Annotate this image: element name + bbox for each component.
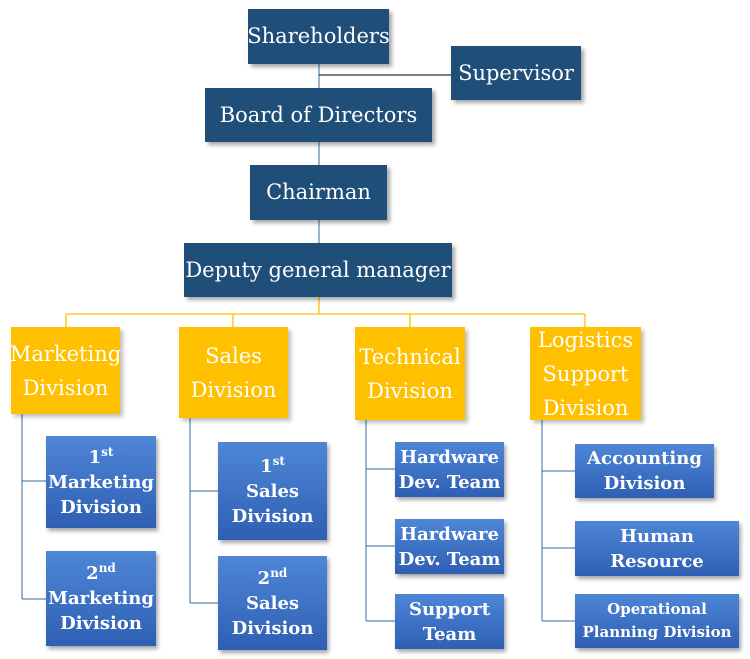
marketing-division-box: Marketing Division <box>9 327 122 414</box>
logistics-support-division-box: Logistics Support Division <box>530 327 641 420</box>
hardware-1-line2: Dev. Team <box>398 471 501 493</box>
second-sales-line3: Division <box>231 617 314 639</box>
first-marketing-division-box: 1st Marketing Division <box>46 436 156 528</box>
operational-line2: Planning Division <box>582 623 732 641</box>
technical-division-line1: Technical <box>359 344 461 369</box>
marketing-division-line2: Division <box>22 375 109 400</box>
chairman-label: Chairman <box>266 180 371 204</box>
second-sales-line2: Sales <box>245 592 300 614</box>
shareholders-label: Shareholders <box>247 24 390 48</box>
first-sales-line2: Sales <box>245 480 300 502</box>
marketing-division-line1: Marketing <box>9 341 122 366</box>
operational-line1: Operational <box>607 600 707 618</box>
supervisor-label: Supervisor <box>458 60 574 85</box>
operational-planning-division-box: Operational Planning Division <box>575 594 739 648</box>
first-sales-division-box: 1st Sales Division <box>218 442 327 540</box>
supervisor-box: Supervisor <box>451 46 581 100</box>
first-marketing-line2: Marketing <box>48 471 154 493</box>
support-team-box: Support Team <box>395 594 504 649</box>
human-resource-box: Human Resource <box>575 521 739 576</box>
first-sales-line3: Division <box>231 505 314 527</box>
board-of-directors-label: Board of Directors <box>219 102 418 127</box>
logistics-division-line1: Logistics <box>537 327 634 352</box>
first-sales-line1: 1st <box>260 453 285 477</box>
sales-division-line1: Sales <box>205 343 262 368</box>
accounting-division-box: Accounting Division <box>575 444 714 498</box>
sales-division-box: Sales Division <box>179 327 288 418</box>
support-team-line2: Team <box>422 623 477 645</box>
second-marketing-line2: Marketing <box>48 588 154 609</box>
logistics-division-line3: Division <box>542 395 629 420</box>
second-marketing-line3: Division <box>60 613 142 634</box>
sales-division-line2: Division <box>190 377 277 402</box>
deputy-general-manager-label: Deputy general manager <box>185 257 451 282</box>
chairman-box: Chairman <box>250 165 387 220</box>
technical-division-line2: Division <box>367 378 453 403</box>
accounting-line1: Accounting <box>587 448 702 469</box>
hardware-1-line1: Hardware <box>400 446 499 468</box>
second-sales-division-box: 2nd Sales Division <box>218 556 327 650</box>
hardware-dev-team-1-box: Hardware Dev. Team <box>395 442 504 497</box>
accounting-line2: Division <box>603 473 686 494</box>
shareholders-box: Shareholders <box>247 9 390 64</box>
second-marketing-division-box: 2nd Marketing Division <box>46 551 156 646</box>
first-marketing-line3: Division <box>60 496 142 518</box>
human-resource-label: Human Resource <box>610 525 704 572</box>
hardware-2-line1: Hardware <box>400 523 499 545</box>
board-of-directors-box: Board of Directors <box>205 88 432 142</box>
second-sales-line1: 2nd <box>257 565 288 589</box>
technical-division-box: Technical Division <box>355 327 465 420</box>
hardware-dev-team-2-box: Hardware Dev. Team <box>395 519 504 574</box>
hardware-2-line2: Dev. Team <box>398 548 501 570</box>
logistics-division-line2: Support <box>542 361 629 386</box>
support-team-line1: Support <box>408 598 491 620</box>
deputy-general-manager-box: Deputy general manager <box>184 243 452 297</box>
first-marketing-line1: 1st <box>88 444 114 468</box>
second-marketing-line1: 2nd <box>86 561 116 584</box>
